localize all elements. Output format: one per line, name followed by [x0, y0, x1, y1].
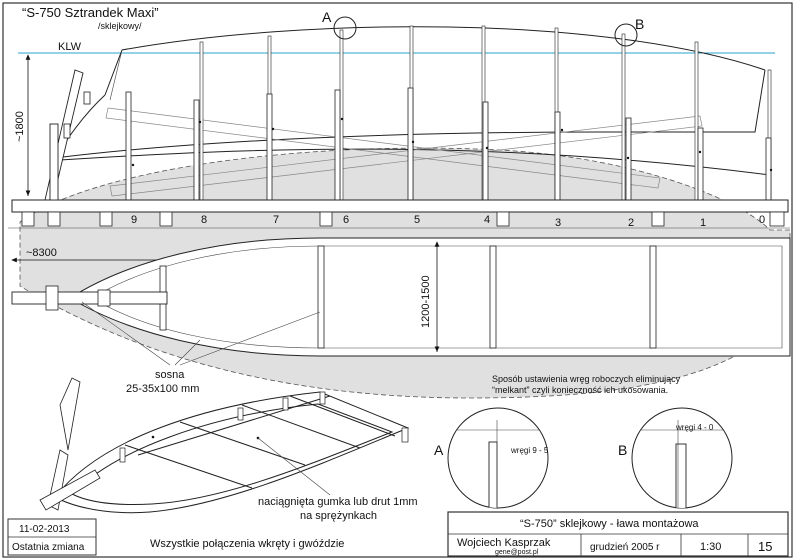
detail-a-label: A	[322, 9, 332, 25]
method-note-line1: Sposób ustawienia wręg roboczych eliminu…	[492, 374, 681, 384]
detail-b-label: B	[635, 16, 644, 32]
svg-text:4: 4	[484, 214, 490, 226]
keel-line	[59, 148, 771, 176]
last-change-date: 11-02-2013	[19, 524, 70, 535]
top-view-outline	[69, 237, 791, 357]
detail-b-marker	[614, 23, 638, 47]
joints-note: Wszystkie połączenia wkręty i gwóździe	[150, 538, 344, 550]
length-dimension-label: ~8300	[26, 247, 57, 259]
bench-blocks	[21, 211, 785, 227]
svg-text:9: 9	[131, 214, 137, 226]
title-block	[447, 511, 789, 557]
isometric-bench	[39, 377, 410, 514]
hull-sheer-line	[104, 26, 766, 96]
sheet-number: 15	[758, 539, 772, 554]
detail-a-circle	[447, 407, 549, 509]
rubber-note-line2: na sprężynkach	[300, 510, 377, 522]
rubber-note-line1: naciągnięta gumka lub drut 1mm	[258, 496, 418, 508]
change-box	[7, 518, 97, 556]
svg-text:0: 0	[759, 214, 765, 226]
drawing-main-title: “S-750 Sztrandek Maxi”	[22, 5, 159, 20]
svg-text:1: 1	[700, 217, 706, 229]
author-email: gene@post.pl	[495, 549, 539, 556]
diagonal-board-2	[109, 115, 703, 197]
svg-text:8: 8	[201, 214, 207, 226]
bow-stand	[44, 69, 91, 201]
frame-numbers: 9 8 7 6 5 4 3 2 1 0	[131, 214, 765, 229]
pine-leader-1	[81, 301, 171, 366]
svg-text:7: 7	[273, 214, 279, 226]
frame-posts	[125, 25, 772, 201]
last-change-label: Ostatnia zmiana	[12, 542, 85, 553]
drawing-scale: 1:30	[700, 541, 721, 553]
hull-chine	[109, 49, 123, 101]
hull-bottom-line	[54, 69, 766, 159]
detail-b-circle	[631, 407, 733, 509]
author-name: Wojciech Kasprzak	[457, 537, 551, 549]
detail-a-title: A	[434, 442, 444, 458]
detail-b-title: B	[618, 442, 627, 458]
pine-note-line2: 25-35x100 mm	[126, 383, 199, 395]
rubber-leader	[257, 437, 331, 496]
drawing-date: grudzień 2005 r	[590, 542, 660, 553]
detail-a-frames: wręgi 9 - 5	[510, 446, 549, 455]
top-view-blocks	[45, 285, 111, 311]
diagonal-board-1	[105, 107, 661, 189]
drawing-subtitle: /sklejkowy/	[98, 21, 142, 31]
bench-beam-side	[11, 199, 789, 213]
height-dimension-label: ~1800	[14, 111, 26, 142]
svg-text:3: 3	[555, 217, 561, 229]
drawing-title: “S-750” sklejkowy - ława montażowa	[520, 518, 699, 530]
top-view-beam	[11, 291, 168, 305]
detail-b-frames: wręgi 4 - 0	[675, 423, 714, 432]
pine-note-line1: sosna	[155, 369, 185, 381]
pine-leader-3	[179, 311, 321, 366]
top-view-inner	[91, 245, 783, 349]
svg-text:2: 2	[628, 217, 634, 229]
detail-a-marker	[333, 16, 357, 40]
pine-leader-2	[174, 339, 201, 366]
svg-text:6: 6	[343, 214, 349, 226]
width-dimension-label: 1200-1500	[420, 275, 432, 328]
method-note-line2: “melkant” czyli konieczność ich ukosowan…	[492, 385, 668, 395]
klw-label: KLW	[58, 41, 82, 53]
screw-dots	[131, 117, 773, 172]
svg-text:5: 5	[414, 214, 420, 226]
